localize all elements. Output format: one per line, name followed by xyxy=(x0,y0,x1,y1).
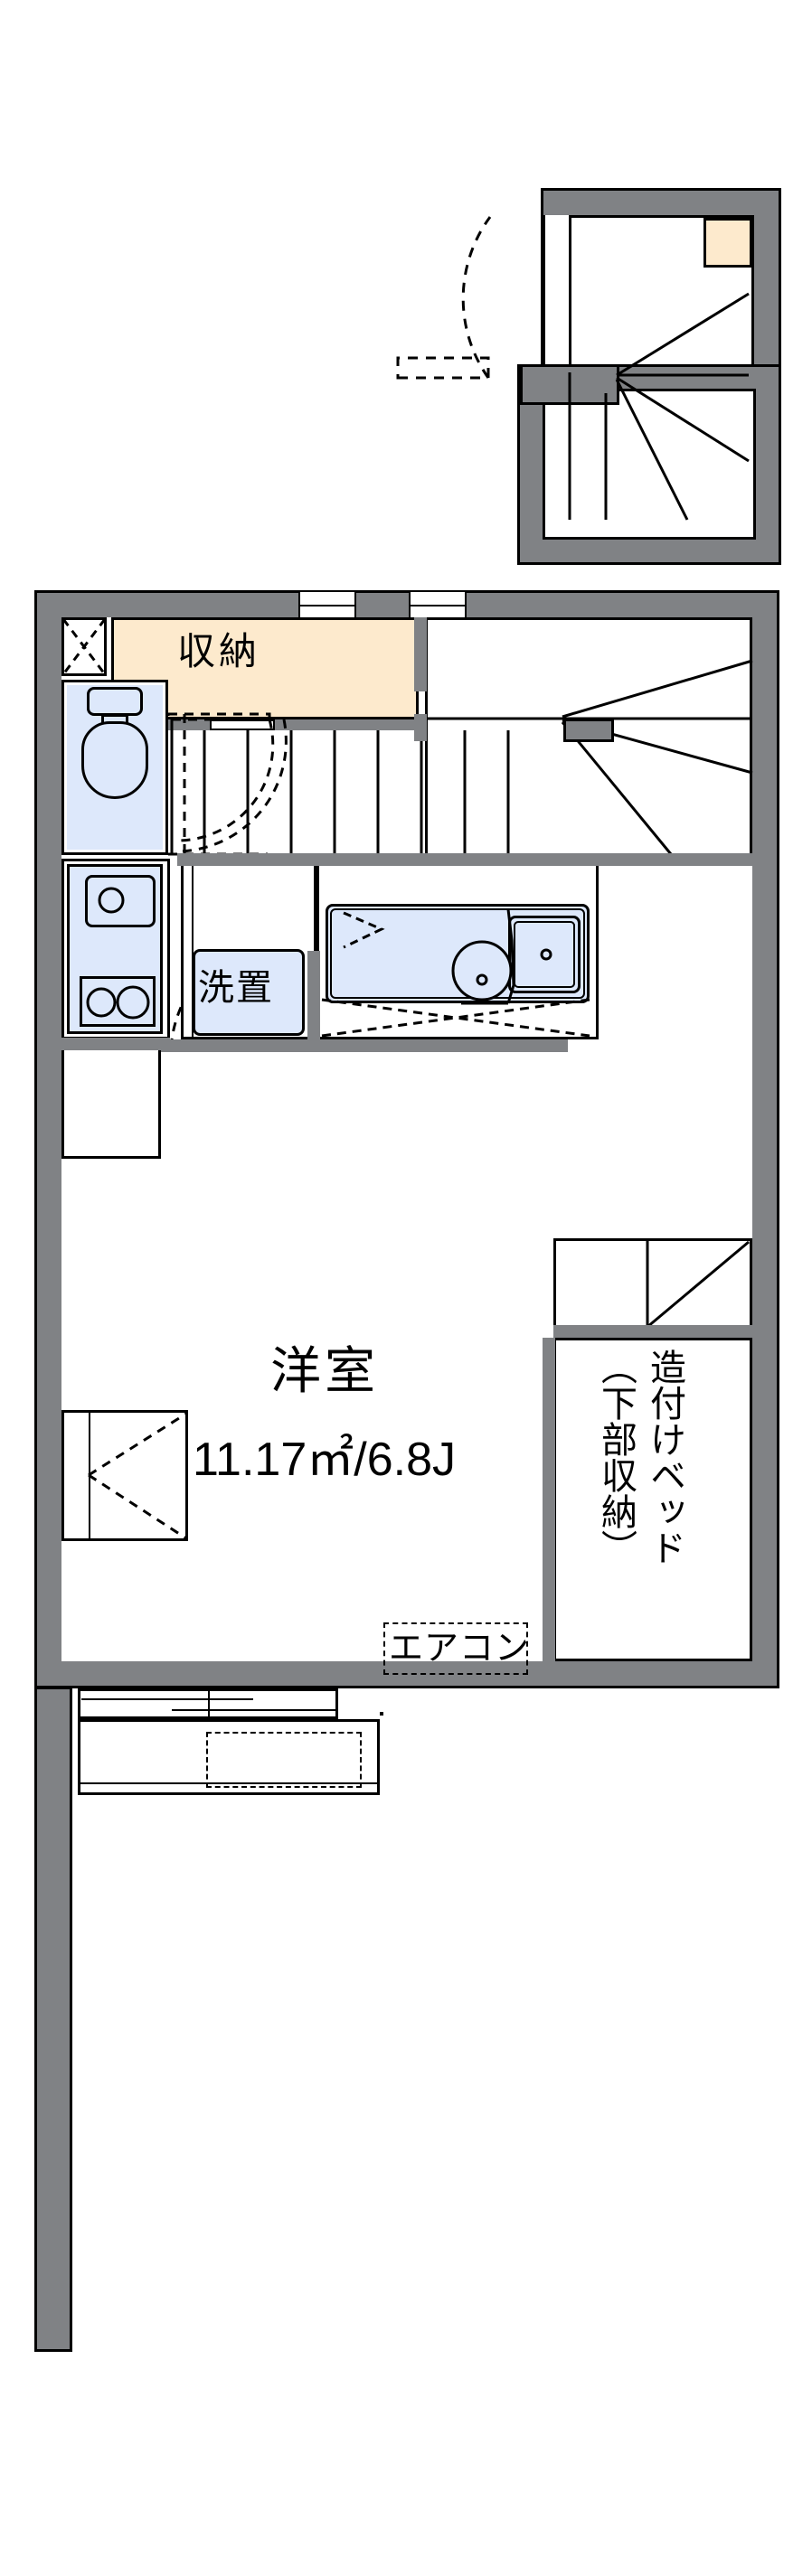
balcony-sliding-door-rail-2 xyxy=(172,1709,336,1711)
builtin-bed-sub-label: （下部収納） xyxy=(596,1349,636,1565)
builtin-bed-left-wall xyxy=(543,1338,555,1661)
closet-top-left-door-icon xyxy=(61,618,107,675)
wall-washer-bath xyxy=(307,951,320,1039)
builtin-bed-header-bottom-wall xyxy=(553,1325,752,1338)
stove-burners-icon xyxy=(86,985,150,1020)
bathtub-drain-icon xyxy=(540,948,552,961)
balcony-sliding-door-rail-1 xyxy=(81,1698,253,1700)
main-room-top-wall xyxy=(61,1039,568,1052)
window-top-right-mullion xyxy=(409,605,467,606)
storage-top-label: 収納 xyxy=(177,630,261,672)
storage-bottom-wall-2 xyxy=(275,719,419,730)
inset-shoe-box xyxy=(703,218,752,268)
bath-partition-icon xyxy=(343,908,515,1005)
stair-straight-treads-icon xyxy=(203,730,510,855)
washer-space-label: 洗置 xyxy=(198,968,274,1008)
inset-lower-interior xyxy=(543,389,756,540)
balcony-rail-dashed xyxy=(206,1732,362,1788)
main-room-left-closet-door-icon[interactable] xyxy=(88,1410,190,1542)
aircon-box xyxy=(380,1712,383,1716)
window-top-left-mullion xyxy=(298,605,356,606)
washing-machine-pan xyxy=(193,949,305,1036)
bath-vanity-sink-icon xyxy=(451,940,513,1001)
left-party-wall-extension xyxy=(34,1687,72,2352)
main-room-area-label: 11.17㎡/6.8J xyxy=(193,1434,457,1486)
inset-stair-treads-icon xyxy=(568,292,750,521)
bathtub-inner xyxy=(514,921,575,988)
stair-wall-left-lower xyxy=(414,714,427,741)
balcony-edge-line xyxy=(80,1782,378,1784)
balcony-sliding-door-mullion xyxy=(208,1687,210,1726)
stair-wall-left-upper xyxy=(414,617,427,691)
aircon-tag xyxy=(383,1622,528,1675)
builtin-bed-label: 造付けベッド xyxy=(645,1349,685,1565)
toilet-cistern xyxy=(87,687,143,716)
kitchen-sink-basin xyxy=(85,875,156,927)
stair-landing-post xyxy=(563,719,614,742)
inset-entry-door-swing-icon xyxy=(396,216,492,380)
inset-door-jamb xyxy=(543,215,571,380)
stair-bottom-wall xyxy=(177,853,756,866)
builtin-bed-header-diagonal-icon xyxy=(646,1240,750,1329)
bath-door-swing-icon[interactable] xyxy=(318,998,595,1041)
kitchen-faucet-icon xyxy=(98,887,125,914)
main-room-name-label: 洋室 xyxy=(270,1342,379,1399)
washer-door-track xyxy=(192,861,194,1037)
aircon-label: エアコン xyxy=(389,1630,531,1668)
builtin-bed-header-panel xyxy=(553,1238,752,1329)
main-room-left-closet xyxy=(61,1410,188,1541)
toilet-bowl xyxy=(81,721,148,799)
main-room-upper-closet xyxy=(61,1050,161,1159)
